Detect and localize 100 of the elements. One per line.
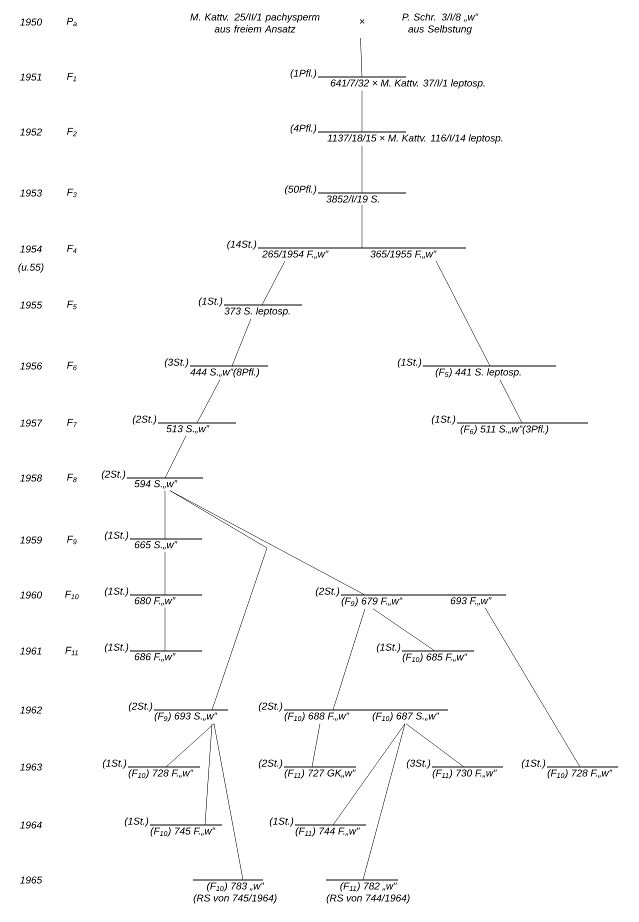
count-label: (2St.) [258, 759, 282, 769]
count-label: (1St.) [104, 587, 128, 597]
count-label: (1St.) [104, 531, 128, 541]
selection-entry: 3852/I/19 S. [318, 192, 406, 203]
generation-label: F$_{4}$ [67, 244, 76, 254]
pedigree-line [332, 723, 406, 826]
selection-entry: 365/1955 F.„w” [365, 247, 466, 259]
year-label: 1958 [20, 474, 42, 482]
pedigree-line [484, 607, 580, 768]
selection-entry: (F$_{5}$) 441 S. leptosp. [423, 365, 556, 378]
selection-entry: 594 S.„w” [127, 477, 203, 488]
year-label: 1962 [20, 706, 42, 714]
count-label: (1St.) [398, 358, 422, 368]
pedigree-line [436, 260, 490, 366]
pedigree-line [164, 435, 186, 478]
pedigree-line [500, 379, 522, 424]
count-label: (1St.) [270, 817, 294, 827]
year-label: 1955 [20, 301, 42, 309]
selection-entry: (F$_{10}$) 728 F.„w” [547, 766, 618, 779]
selection-entry: (F$_{9}$) 693 S.„w” [154, 709, 228, 722]
count-label: (2St.) [258, 702, 282, 712]
year-label: 1956 [20, 362, 42, 370]
pedigree-line [360, 38, 362, 78]
year-label: 1950 [20, 18, 42, 26]
year-label: 1959 [20, 536, 42, 544]
selection-entry: (F$_{10}$) 745 F.„w” [150, 824, 222, 837]
count-label: (1St.) [522, 759, 546, 769]
generation-label: F$_{11}$ [65, 646, 78, 656]
count-label: (1St.) [104, 643, 128, 653]
year-label: 1963 [20, 763, 42, 771]
count-label: (4Pfl.) [290, 124, 316, 134]
year-label: 1965 [20, 876, 42, 884]
selection-entry: 1137/18/15 × M. Kattv. 116/I/14 leptosp. [318, 131, 502, 144]
pedigree-line [164, 551, 166, 596]
pedigree-line [312, 723, 320, 768]
pedigree-line [232, 318, 252, 366]
generation-label: F$_{8}$ [67, 474, 77, 482]
generation-label: F$_{10}$ [65, 590, 79, 600]
count-label: (1St.) [432, 415, 456, 425]
selection-entry: 686 F.„w” [130, 650, 202, 662]
selection-entry: (F$_{10}$) 783 „w” (RS von 745/1964) [193, 879, 277, 904]
selection-entry: 641/7/32 × M. Kattv. 37/I/1 leptosp. [318, 76, 485, 89]
count-label: (1Pfl.) [290, 69, 316, 79]
count-label: (2St.) [316, 587, 340, 597]
year-label: 1964 [20, 821, 42, 829]
generation-label: F$_{7}$ [67, 418, 77, 428]
generation-label: P$_{a}$ [66, 18, 77, 26]
selection-entry: (F$_{10}$) 687 S.„w” [370, 709, 448, 722]
generation-label: F$_{5}$ [67, 300, 77, 310]
pedigree-line [362, 723, 406, 880]
pedigree-line [170, 490, 366, 596]
selection-entry: (F$_{10}$) 728 F.„w” [128, 766, 200, 779]
pedigree-line [166, 723, 214, 768]
year-label: 1957 [20, 419, 42, 427]
year-label: 1954 [20, 245, 42, 253]
pedigree-line [214, 723, 244, 880]
parent-label: P. Schr. 3/I/8 „w” aus Selbstung [402, 13, 478, 35]
pedigree-line [406, 723, 464, 768]
count-label: (1St.) [198, 297, 222, 307]
year-label: 1961 [20, 647, 42, 655]
selection-entry: 373 S. leptosp. [224, 304, 302, 317]
selection-entry: (F$_{10}$) 685 F.„w” [402, 650, 474, 663]
generation-label: F$_{3}$ [67, 188, 77, 198]
selection-entry: (F$_{11}$) 782 „w” (RS von 744/1964) [326, 879, 410, 904]
cross-symbol: × [360, 19, 364, 24]
count-label: (3St.) [164, 358, 188, 368]
generation-label: F$_{2}$ [67, 128, 77, 136]
selection-entry: 513 S.„w” [158, 422, 236, 434]
count-label: (2St.) [102, 470, 126, 480]
selection-entry: (F$_{9}$) 679 F.„w” [341, 594, 450, 607]
count-label: (1St.) [376, 643, 400, 653]
selection-entry: (F$_{11}$) 744 F.„w” [295, 824, 366, 837]
selection-entry: (F$_{11}$) 727 GK„w” [284, 766, 356, 779]
selection-entry: 693 F.„w” [450, 594, 506, 606]
parent-label: M. Kattv. 25/II/1 pachysperm aus freiem Ansatz [190, 13, 320, 33]
year-label: 1960 [20, 591, 42, 599]
selection-entry: 444 S.„w”(8Pfl.) [190, 365, 268, 378]
selection-entry: (F$_{11}$) 730 F.„w” [432, 766, 503, 779]
pedigree-line [204, 723, 212, 826]
pedigree-line [332, 608, 366, 710]
year-label: (u.55) [18, 263, 44, 273]
pedigree-line [164, 607, 166, 652]
count-label: (14St.) [227, 240, 256, 250]
selection-entry: (F$_{6}$) 511 S.„w”(3Pfl.) [457, 422, 588, 435]
year-label: 1953 [20, 189, 42, 197]
generation-label: F$_{6}$ [67, 362, 77, 370]
count-label: (50Pfl.) [285, 185, 316, 195]
pedigree-line [170, 490, 268, 710]
pedigree-line [372, 608, 436, 652]
count-label: (1St.) [102, 759, 126, 769]
selection-entry: 265/1954 F.„w” [258, 247, 365, 259]
generation-label: F$_{1}$ [67, 72, 76, 82]
count-label: (2St.) [128, 702, 152, 712]
count-label: (2St.) [132, 415, 156, 425]
year-label: 1951 [20, 73, 42, 81]
pedigree-line [196, 379, 220, 424]
count-label: (3St.) [406, 759, 430, 769]
pedigree-line [262, 260, 286, 306]
selection-entry: (F$_{10}$) 688 F.„w” [284, 709, 370, 722]
selection-entry: 680 F.„w” [130, 594, 202, 606]
